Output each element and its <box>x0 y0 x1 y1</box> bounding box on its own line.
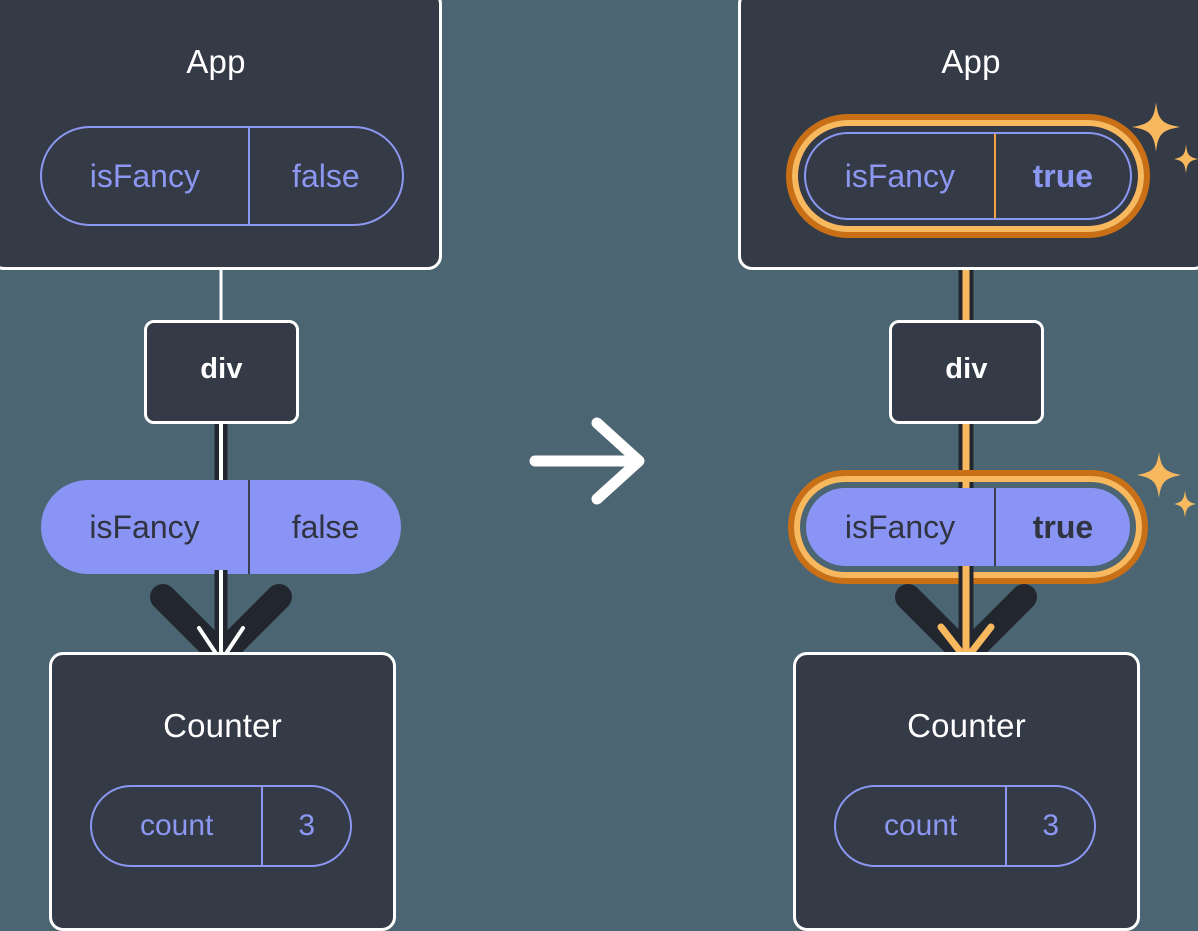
right-prop-key: isFancy <box>844 508 956 545</box>
right-counter-state-key: count <box>883 809 958 842</box>
left-counter-state-key: count <box>139 809 214 842</box>
right-div-box: div <box>889 320 1044 424</box>
left-prop-key: isFancy <box>89 508 200 545</box>
left-counter-state-pill: count 3 <box>90 785 352 867</box>
left-app-state-value: false <box>247 128 402 224</box>
right-counter-state-pill: count 3 <box>834 785 1096 867</box>
left-app-state-key: isFancy <box>89 157 200 194</box>
right-div-title: div <box>945 353 988 385</box>
left-app-title: App <box>186 43 246 80</box>
right-app-title: App <box>941 43 1001 80</box>
right-app-state-pill: isFancy true <box>804 132 1132 220</box>
left-div-box: div <box>144 320 299 424</box>
left-prop-value: false <box>248 480 401 574</box>
left-counter-state-value: 3 <box>261 787 350 865</box>
right-prop-pill: isFancy true <box>806 488 1130 566</box>
left-counter-title: Counter <box>163 707 282 744</box>
right-counter-title: Counter <box>907 707 1026 744</box>
left-prop-pill: isFancy false <box>41 480 401 574</box>
right-app-state-key: isFancy <box>844 157 955 194</box>
right-prop-value: true <box>994 488 1130 566</box>
right-counter-state-value: 3 <box>1005 787 1094 865</box>
left-div-title: div <box>200 353 243 385</box>
left-app-state-pill: isFancy false <box>40 126 404 226</box>
right-app-state-value: true <box>993 134 1130 218</box>
